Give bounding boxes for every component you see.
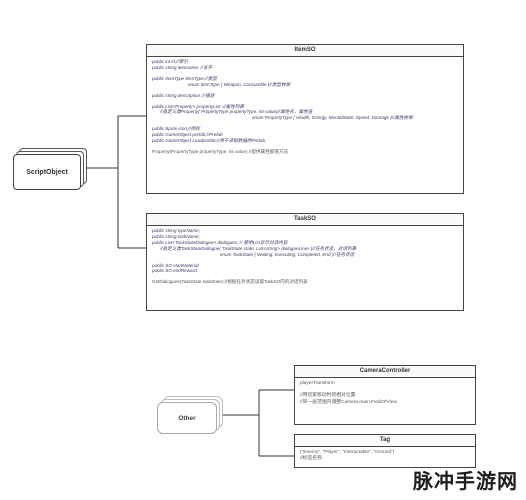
itemso-line: Property(PropertyType propertyType, int … bbox=[152, 148, 289, 154]
itemso-body: public int id;//索引 public string itemnam… bbox=[147, 57, 463, 157]
other-label: Other bbox=[157, 402, 217, 434]
itemso-line: enum PropertyType { Health, Energy, Ment… bbox=[252, 115, 413, 121]
itemso-line: public Sprite icon;//图标 bbox=[152, 126, 200, 132]
itemso-line: public string description ;//描述 bbox=[152, 92, 215, 98]
script-object-label: ScriptObject bbox=[13, 154, 81, 190]
taskso-body: public string typeName; public string ta… bbox=[147, 226, 463, 287]
script-object-node[interactable]: ScriptObject bbox=[13, 148, 89, 190]
camera-controller-body: playerTransform //用玩家移动时的相对位置 //同一层范围内调整… bbox=[295, 378, 475, 409]
itemso-line: //自定义类Property( PropertyType propertyTyp… bbox=[160, 109, 313, 115]
itemso-line: public GameObject prefab;//Prefab bbox=[152, 132, 223, 138]
taskso-class-box[interactable]: TaskSO public string typeName; public st… bbox=[146, 213, 464, 311]
itemso-line: public string itemname; //名字 bbox=[152, 64, 213, 70]
tag-line: //标签名称 bbox=[300, 456, 322, 462]
tag-box[interactable]: Tag {"Enemy", "Player", "Interactable", … bbox=[294, 434, 476, 468]
taskso-line: public string taskName; bbox=[152, 233, 200, 239]
itemso-line: public GameObject Loadprefab;//用于读取数据的Pr… bbox=[152, 138, 266, 144]
itemso-line: public int id;//索引 bbox=[152, 59, 188, 64]
tag-title: Tag bbox=[295, 435, 475, 447]
taskso-line: GetDialogues(TaskState taskState);//根据任务… bbox=[152, 279, 308, 285]
itemso-line: public List<Property> propertyList ;//属性… bbox=[152, 103, 244, 109]
taskso-line: public List<TaskStateDialogue> dialogues… bbox=[152, 239, 288, 245]
taskso-line: public SO endReward; bbox=[152, 268, 198, 274]
camera-controller-box[interactable]: CameraController playerTransform //用玩家移动… bbox=[294, 365, 476, 425]
taskso-line: public string typeName; bbox=[152, 228, 201, 233]
site-watermark: 脉冲手游网 bbox=[413, 469, 518, 493]
other-node[interactable]: Other bbox=[157, 396, 225, 436]
taskso-title: TaskSO bbox=[147, 214, 463, 226]
itemso-line: public ItemType itemType;//类型 bbox=[152, 75, 217, 81]
camera-line: //同一层范围内调整Camera.main.FieldOfView bbox=[300, 399, 397, 405]
camera-controller-title: CameraController bbox=[295, 366, 475, 378]
tag-body: {"Enemy", "Player", "Interactable", "Gro… bbox=[295, 447, 475, 466]
camera-line: playerTransform bbox=[300, 381, 335, 386]
tag-line: {"Enemy", "Player", "Interactable", "Gro… bbox=[300, 450, 395, 455]
camera-line: //用玩家移动时的相对位置 bbox=[300, 393, 356, 399]
taskso-line: enum TaskState { Waiting, Executing, Com… bbox=[220, 251, 355, 257]
itemso-line: enum ItemType { Weapon, Consumble }//类型枚… bbox=[188, 81, 291, 87]
taskso-line: //自定义类TaskStateDialogue( TaskState state… bbox=[160, 245, 357, 251]
itemso-class-box[interactable]: ItemSO public int id;//索引 public string … bbox=[146, 44, 464, 194]
itemso-title: ItemSO bbox=[147, 45, 463, 57]
taskso-line: public SO startMaterial bbox=[152, 262, 199, 268]
